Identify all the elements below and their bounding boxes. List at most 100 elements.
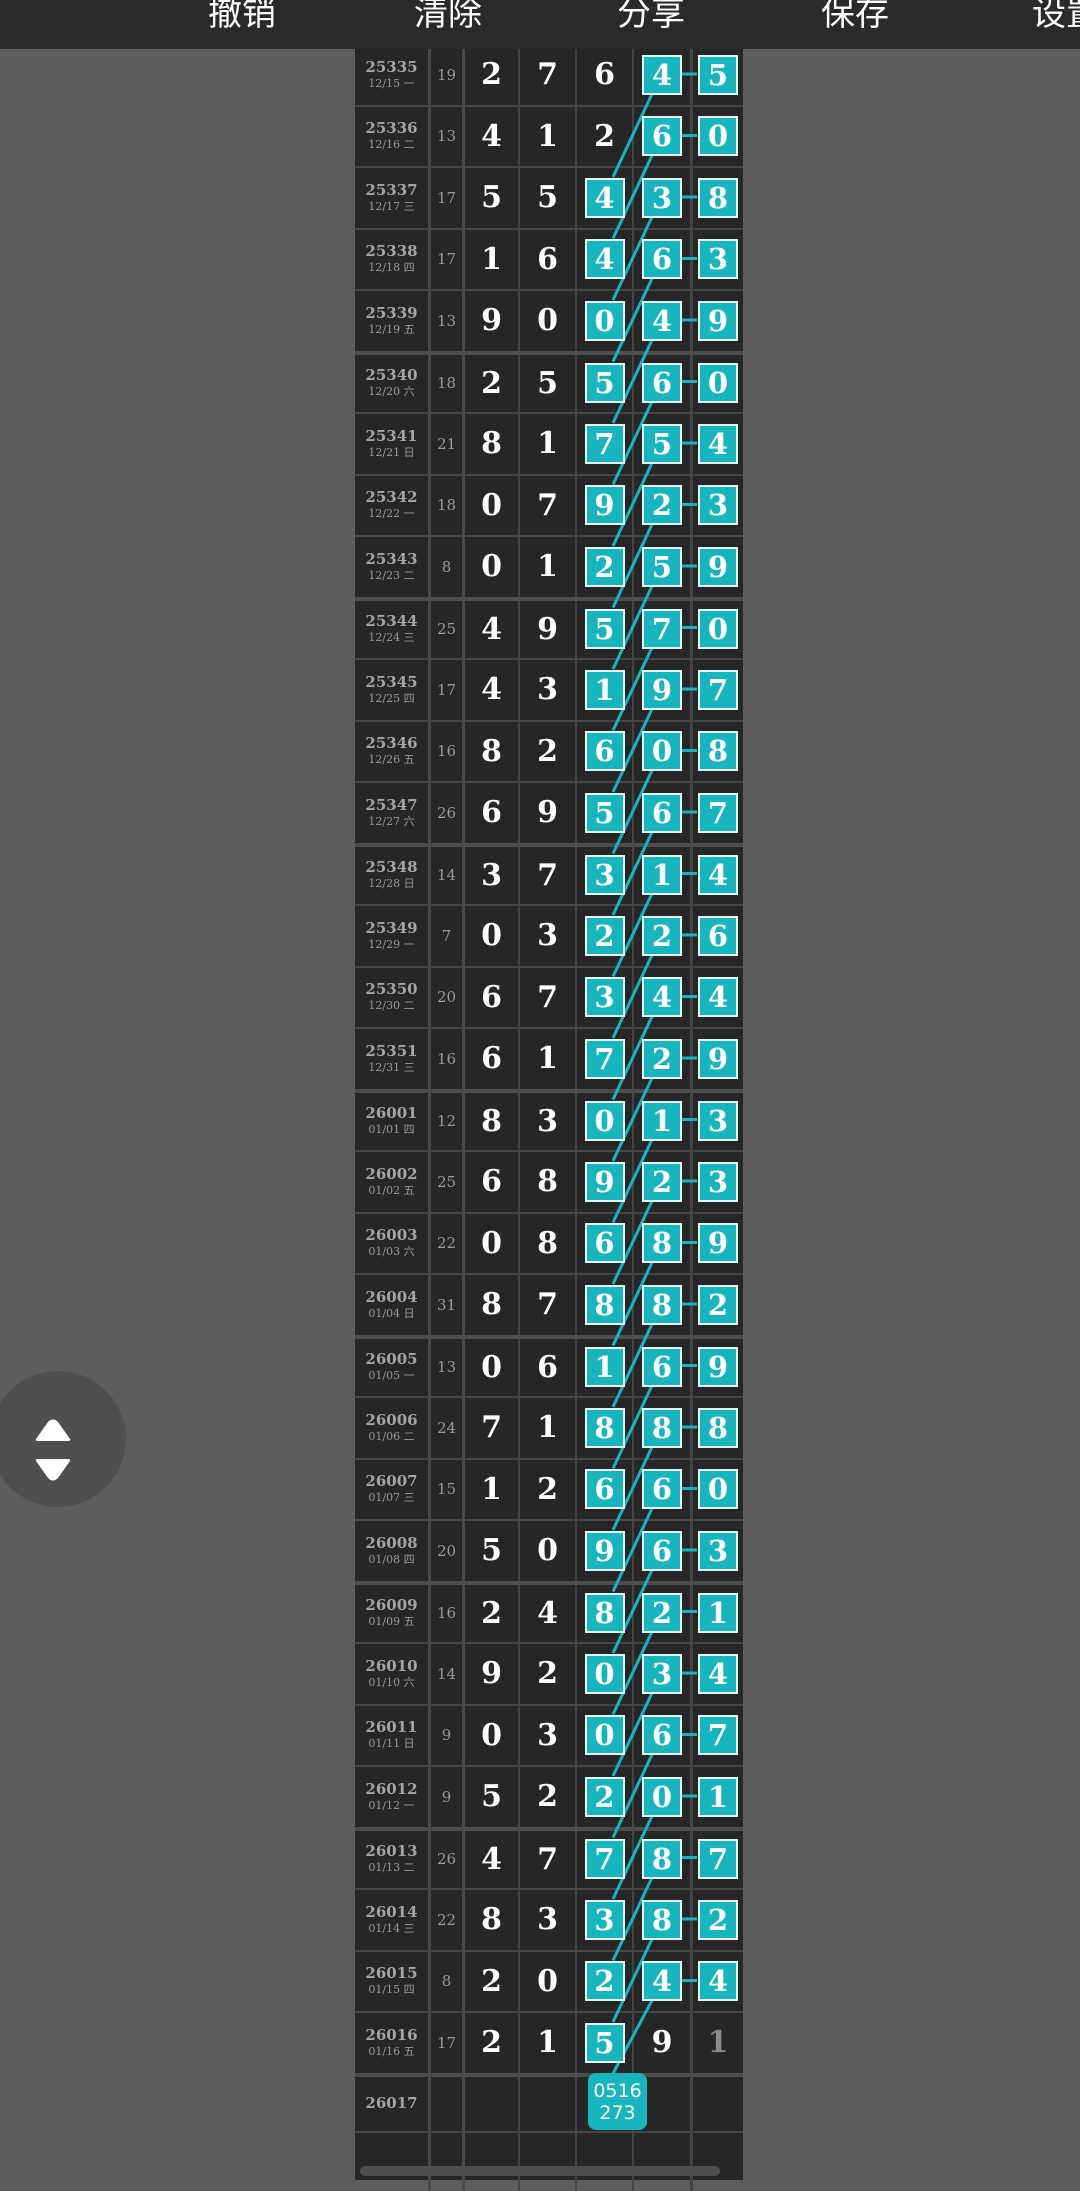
digit-cell: 6 (634, 1705, 693, 1765)
highlighted-digit: 5 (584, 609, 625, 650)
digit-cell: 2 (634, 1029, 693, 1089)
sum-value: 17 (436, 2033, 457, 2052)
issue-number: 26012 (365, 1779, 418, 1798)
digit-cell: 0 (465, 1705, 520, 1765)
highlighted-digit: 3 (584, 1899, 625, 1940)
digit-cell: 4 (634, 1951, 693, 2011)
digit-cell: 7 (520, 45, 577, 105)
digit-cell: 8 (693, 168, 743, 228)
highlighted-digit: 6 (642, 1715, 682, 1756)
sum-value: 9 (441, 1787, 452, 1806)
highlighted-digit: 6 (642, 239, 682, 280)
digit-cell: 1 (465, 229, 520, 289)
digit-cell: 0 (465, 906, 520, 966)
digit-cell: 2 (634, 475, 693, 535)
highlighted-digit: 4 (698, 1961, 738, 2002)
issue-date: 12/15 一 (368, 76, 415, 90)
digit: 0 (537, 303, 558, 339)
digit-cell: 8 (634, 1398, 693, 1458)
highlighted-digit: 6 (584, 1469, 625, 1510)
sum-value: 25 (436, 620, 457, 639)
digit: 2 (481, 57, 502, 93)
digit: 0 (481, 1225, 502, 1261)
undo-button[interactable]: 撤销 (208, 0, 276, 34)
settings-button[interactable]: 设置 (1032, 0, 1080, 34)
highlighted-digit: 8 (642, 1899, 682, 1940)
digit: 2 (537, 1656, 558, 1692)
sum-cell: 17 (431, 660, 465, 720)
digit-cell: 3 (520, 1092, 577, 1150)
digit-cell: 6 (634, 1521, 693, 1581)
issue-number: 26013 (365, 1842, 418, 1861)
digit: 1 (537, 1410, 558, 1446)
digit-cell: 0 (465, 475, 520, 535)
sum-cell: 17 (431, 2013, 465, 2073)
digit: 4 (481, 611, 502, 647)
digit-cell: 0 (520, 1521, 577, 1581)
digit-cell: 4 (634, 45, 693, 105)
digit-cell: 5 (465, 1767, 520, 1827)
clear-button[interactable]: 清除 (414, 0, 482, 34)
highlighted-digit: 7 (698, 669, 738, 710)
highlighted-digit: 5 (642, 546, 682, 587)
sum-value: 20 (436, 988, 457, 1007)
digit-cell: 2 (520, 1767, 577, 1827)
issue-number: 25345 (365, 672, 418, 691)
digit-cell: 0 (693, 601, 743, 659)
share-button[interactable]: 分享 (617, 0, 685, 34)
sum-value: 18 (436, 374, 457, 393)
digit: 6 (481, 795, 502, 831)
digit-cell (693, 2077, 743, 2131)
sum-cell: 16 (431, 1584, 465, 1642)
highlighted-digit: 9 (584, 1530, 625, 1571)
digit: 0 (537, 1533, 558, 1569)
digit: 3 (537, 918, 558, 954)
top-toolbar: 撤销 清除 分享 保存 设置 (0, 0, 1080, 49)
sum-cell: 13 (431, 106, 465, 166)
save-button[interactable]: 保存 (821, 0, 889, 34)
digit: 7 (537, 487, 558, 523)
digit-cell: 3 (520, 1705, 577, 1765)
sum-value: 24 (436, 1418, 457, 1437)
digit: 7 (537, 857, 558, 893)
highlighted-digit: 0 (698, 1469, 738, 1510)
digit-cell: 4 (465, 660, 520, 720)
digit-cell: 9 (693, 1214, 743, 1274)
sum-cell (431, 2076, 465, 2131)
digit-cell: 1 (520, 537, 577, 597)
sum-cell: 8 (431, 537, 465, 597)
highlighted-digit: 2 (698, 1284, 738, 1325)
digit: 0 (481, 549, 502, 585)
digit-cell: 6 (634, 783, 693, 843)
horizontal-scrollbar[interactable] (360, 2166, 720, 2176)
sum-value: 13 (436, 311, 457, 330)
highlighted-digit: 4 (642, 1961, 682, 2002)
highlighted-digit: 1 (642, 1101, 682, 1142)
sum-cell: 18 (431, 354, 465, 412)
digit-cell: 9 (520, 783, 577, 843)
digit: 3 (537, 1717, 558, 1753)
digit: 1 (537, 1041, 558, 1077)
sum-cell: 21 (431, 414, 465, 474)
digit-cell: 9 (465, 291, 520, 351)
digit-cell: 8 (520, 1213, 577, 1273)
digit-cell: 3 (577, 967, 634, 1027)
highlighted-digit: 2 (584, 1961, 625, 2002)
scroll-toggle-button[interactable] (0, 1371, 126, 1507)
digit-cell: 2 (634, 906, 693, 966)
digit-cell: 4 (465, 600, 520, 658)
highlighted-digit: 2 (584, 1776, 625, 1817)
issue-date: 12/26 五 (368, 753, 415, 767)
sum-cell: 7 (431, 906, 465, 966)
digit-cell (520, 2076, 577, 2131)
digit: 1 (537, 549, 558, 585)
